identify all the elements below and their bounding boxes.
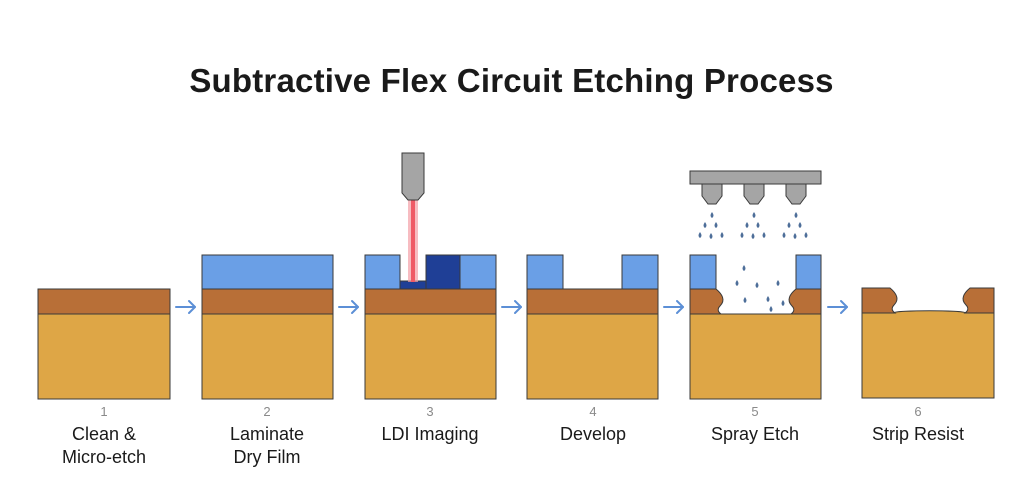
droplet-icon (755, 282, 759, 288)
step-number: 6 (914, 404, 922, 419)
step-number: 5 (751, 404, 759, 419)
droplet-icon (735, 280, 739, 286)
step-3-exposed-resist-block (425, 254, 461, 290)
arrow-right-icon (501, 300, 522, 314)
step-4-illustration (526, 254, 659, 400)
droplet-icon (781, 300, 785, 306)
step-number: 3 (426, 404, 434, 419)
droplet-icon (698, 232, 702, 238)
step-label-line: Spray Etch (710, 424, 800, 444)
step-3-exposed-resist (399, 280, 427, 290)
laser-beam (411, 200, 415, 282)
arrow-right-icon (827, 300, 848, 314)
step-label-line: LDI Imaging (381, 424, 479, 444)
step-6-illustration (861, 287, 995, 399)
step-label: Strip Resist (843, 423, 993, 446)
step-number: 2 (263, 404, 271, 419)
step-4-copper-layer (526, 288, 659, 315)
step-3-illustration (364, 152, 497, 400)
droplet-icon (742, 265, 746, 271)
droplet-icon (776, 280, 780, 286)
step-label-line: Strip Resist (871, 424, 965, 444)
arrow-right-icon (338, 300, 359, 314)
droplet-icon (703, 222, 707, 228)
droplet-icon (751, 233, 755, 239)
droplet-icon (762, 232, 766, 238)
droplet-icon (804, 232, 808, 238)
step-6-substrate (861, 310, 995, 399)
step-5-copper-left (689, 288, 724, 315)
droplet-icon (720, 232, 724, 238)
process-arrows (175, 300, 848, 314)
spray-manifold-bar (689, 170, 822, 185)
step-1-illustration (37, 288, 171, 400)
step-label: Spray Etch (680, 423, 830, 446)
step-4-substrate (526, 313, 659, 400)
step-5-illustration (689, 170, 822, 400)
laser-head-icon (401, 152, 425, 201)
step-label: Laminate Dry Film (192, 423, 342, 469)
step-5-resist-left (689, 254, 717, 290)
etchant-droplets (698, 212, 808, 312)
step-5-resist-right (795, 254, 822, 290)
droplet-icon (766, 296, 770, 302)
step-label: Develop (518, 423, 668, 446)
step-3-resist-right (459, 254, 497, 290)
droplet-icon (769, 306, 773, 312)
step-label-line: Clean & (71, 424, 137, 444)
droplet-icon (794, 212, 798, 218)
spray-nozzle-icon (743, 183, 765, 205)
step-label-line: Laminate (229, 424, 305, 444)
step-label-line: Micro-etch (61, 447, 146, 467)
droplet-icon (793, 233, 797, 239)
droplet-icon (782, 232, 786, 238)
page-title: Subtractive Flex Circuit Etching Process (189, 62, 834, 99)
step-6-copper-left (861, 287, 898, 314)
spray-nozzle-icon (785, 183, 807, 205)
step-4-resist-left (526, 254, 564, 290)
droplet-icon (743, 297, 747, 303)
droplet-icon (709, 233, 713, 239)
step-2-illustration (201, 254, 334, 400)
droplet-icon (710, 212, 714, 218)
droplet-icon (756, 222, 760, 228)
droplet-icon (745, 222, 749, 228)
step-number: 1 (100, 404, 108, 419)
droplet-icon (740, 232, 744, 238)
arrow-right-icon (175, 300, 196, 314)
step-3-copper-layer (364, 288, 497, 315)
spray-nozzle-icon (701, 183, 723, 205)
step-label: Clean & Micro-etch (29, 423, 179, 469)
step-3-substrate (364, 313, 497, 400)
droplet-icon (787, 222, 791, 228)
droplet-icon (714, 222, 718, 228)
step-6-copper-right (962, 287, 995, 314)
step-5-substrate (689, 313, 822, 400)
step-4-resist-right (621, 254, 659, 290)
step-label-line: Develop (559, 424, 627, 444)
arrow-right-icon (663, 300, 684, 314)
step-5-copper-right (788, 288, 822, 315)
step-3-resist-left (364, 254, 401, 290)
droplet-icon (752, 212, 756, 218)
step-1-copper-layer (37, 288, 171, 315)
step-2-copper-layer (201, 288, 334, 315)
step-label: LDI Imaging (355, 423, 505, 446)
step-2-dry-film-resist (201, 254, 334, 290)
step-1-substrate (37, 313, 171, 400)
step-label-line: Dry Film (233, 447, 301, 467)
droplet-icon (798, 222, 802, 228)
step-number: 4 (589, 404, 597, 419)
step-2-substrate (201, 313, 334, 400)
